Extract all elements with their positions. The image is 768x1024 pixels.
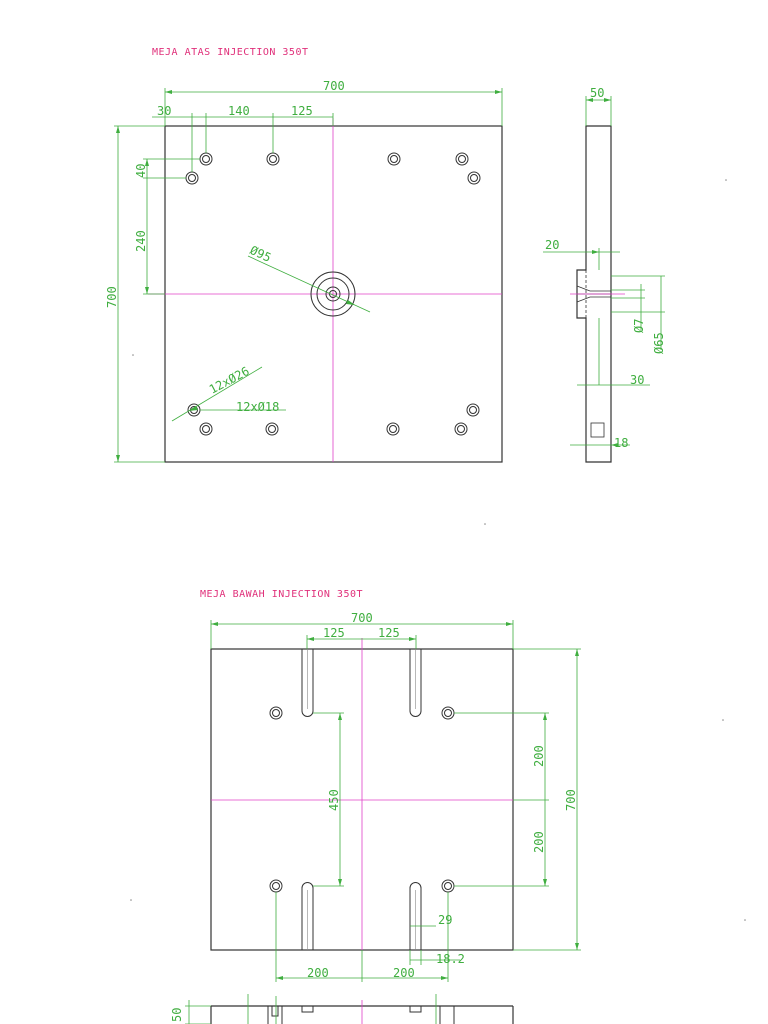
t-slot <box>301 882 314 950</box>
dim-top-center-hole: Ø95 <box>248 243 274 265</box>
dim-side-20: 20 <box>545 238 559 252</box>
top-plate-side-view: 50 20 Ø7 Ø65 30 18 <box>543 86 666 463</box>
dim-top-30: 30 <box>157 104 171 118</box>
top-plate-center-hole <box>310 271 356 317</box>
bolt-hole <box>386 422 400 436</box>
dim-bottom-125b: 125 <box>378 626 400 640</box>
t-slot <box>409 882 422 950</box>
dim-top-40: 40 <box>134 164 148 178</box>
bottom-plate-side-view: 50 <box>170 994 514 1024</box>
dim-top-width: 700 <box>323 79 345 93</box>
dim-top-bolt-holes: 12xØ26 <box>207 364 252 397</box>
dim-bottom-200b: 200 <box>532 831 546 853</box>
bottom-plate-holes <box>269 706 455 893</box>
dim-bottom-200a: 200 <box>532 745 546 767</box>
t-slot <box>301 649 314 717</box>
bottom-plate-arrows <box>211 622 579 980</box>
bottom-plate-drawing: MEJA BAWAH INJECTION 350T <box>200 589 581 982</box>
dim-top-125: 125 <box>291 104 313 118</box>
bolt-hole <box>199 152 213 166</box>
bolt-hole <box>266 152 280 166</box>
bottom-plate-title: MEJA BAWAH INJECTION 350T <box>200 589 363 600</box>
bolt-hole <box>269 706 283 720</box>
top-plate-arrows <box>116 90 502 462</box>
dim-bottom-side-thickness: 50 <box>170 1008 184 1022</box>
dim-side-d7: Ø7 <box>632 319 646 333</box>
side-view-arrows <box>586 98 618 447</box>
dim-bottom-200c: 200 <box>307 966 329 980</box>
top-plate-drawing: MEJA ATAS INJECTION 350T <box>105 47 503 463</box>
t-slot <box>409 649 422 717</box>
bolt-hole <box>441 879 455 893</box>
dim-top-bolt-inner: 12xØ18 <box>236 400 279 414</box>
dim-side-d65: Ø65 <box>652 332 666 354</box>
bolt-hole <box>185 171 199 185</box>
top-plate-title: MEJA ATAS INJECTION 350T <box>152 47 309 58</box>
bolt-hole <box>265 422 279 436</box>
bottom-side-slots <box>267 1006 455 1024</box>
bolt-hole <box>466 403 480 417</box>
dim-bottom-29: 29 <box>438 913 452 927</box>
dim-top-240: 240 <box>134 230 148 252</box>
dim-side-thickness: 50 <box>590 86 604 100</box>
dim-top-140: 140 <box>228 104 250 118</box>
dim-bottom-450: 450 <box>327 789 341 811</box>
side-view-details <box>576 270 611 438</box>
side-view-dimension-lines <box>543 96 665 446</box>
top-plate-dimension-lines <box>114 88 503 463</box>
bolt-hole <box>455 152 469 166</box>
dim-side-18: 18 <box>614 436 628 450</box>
dim-bottom-height: 700 <box>564 789 578 811</box>
bolt-hole <box>467 171 481 185</box>
dim-bottom-200d: 200 <box>393 966 415 980</box>
bottom-side-dimension-lines <box>185 994 437 1024</box>
dim-bottom-18-2: 18.2 <box>436 952 465 966</box>
dim-bottom-125a: 125 <box>323 626 345 640</box>
bolt-hole <box>269 879 283 893</box>
bottom-plate-slots <box>301 649 422 950</box>
bolt-hole <box>387 152 401 166</box>
bolt-hole <box>454 422 468 436</box>
bolt-hole <box>441 706 455 720</box>
top-plate-bolt-holes <box>185 152 481 436</box>
bolt-hole <box>199 422 213 436</box>
dim-side-30: 30 <box>630 373 644 387</box>
dim-bottom-width: 700 <box>351 611 373 625</box>
scan-specks <box>130 179 746 921</box>
bottom-plate-dimension-lines <box>210 620 581 982</box>
dim-top-height: 700 <box>105 286 119 308</box>
